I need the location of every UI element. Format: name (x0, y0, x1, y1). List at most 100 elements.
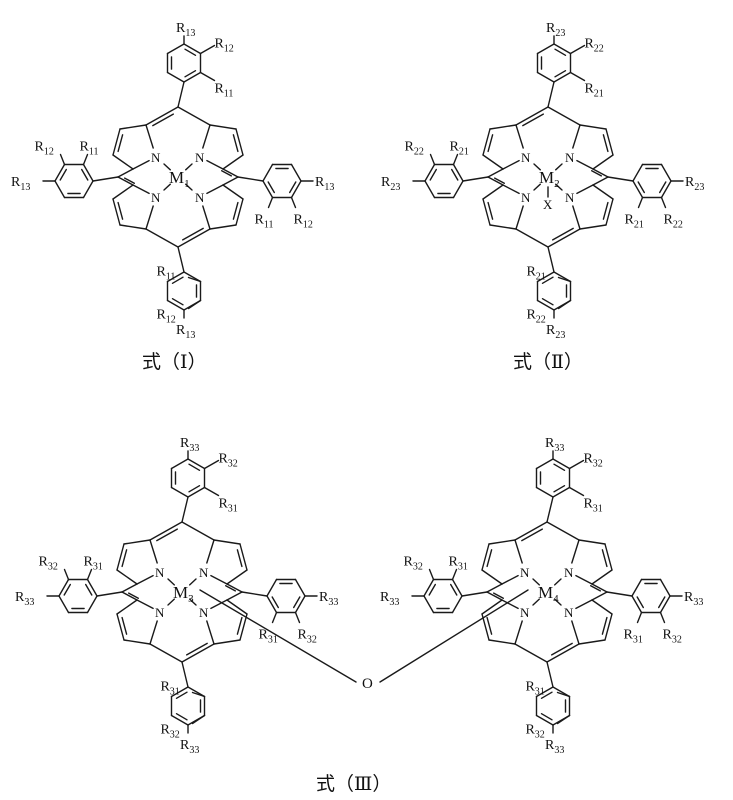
substituent-label-b-base: R (294, 212, 304, 227)
pyrrole-double-bond (486, 549, 493, 568)
substituent-bond (660, 196, 667, 209)
double-bond-line (658, 596, 666, 609)
meso-bond (222, 168, 239, 178)
substituent-bond (569, 44, 586, 55)
substituent-label-c-base: R (11, 175, 21, 190)
substituent-label-c: R13 (176, 21, 195, 39)
pyrrole-bond (576, 184, 594, 195)
substituent-label-a: R11 (214, 82, 233, 100)
substituent-label-a-base: R (625, 212, 635, 227)
phenyl-bond (54, 163, 66, 182)
substituent-label-a-base: R (218, 497, 228, 512)
substituent-label-a-base: R (525, 680, 535, 695)
pyrrole-bond (579, 224, 607, 230)
meso-bond (226, 591, 243, 601)
substituent-label-c-subscript: 23 (390, 182, 400, 193)
substituent-label-a-subscript: 11 (89, 147, 99, 158)
substituent-label-b-base: R (214, 37, 224, 52)
phenyl-bond (86, 595, 98, 614)
phenyl-bond (659, 595, 671, 614)
substituent-label-c: R33 (380, 590, 399, 608)
coordination-bond (555, 183, 563, 191)
double-bond-line (293, 596, 301, 609)
pyrrole-bond (209, 224, 237, 230)
substituent-label-c-base: R (176, 21, 186, 36)
double-bond-line (450, 583, 458, 596)
substituent-label-a: R31 (525, 680, 544, 698)
pyrrole-bond (488, 639, 516, 645)
phenyl-link-bond (461, 591, 488, 597)
oxo-bridge-bond (199, 589, 357, 683)
substituent-label-a-subscript: 21 (594, 89, 604, 100)
substituent-label-b: R22 (584, 37, 603, 55)
substituent-label-b-subscript: 32 (413, 562, 423, 573)
pyrrole-bond (222, 184, 244, 200)
pyrrole-bond (202, 205, 211, 230)
meso-bond (546, 643, 580, 663)
pyrrole-bond (119, 124, 147, 130)
metal-subscript: 4 (553, 593, 559, 605)
meso-bond (181, 643, 215, 663)
substituent-label-b: R12 (214, 37, 233, 55)
pyrrole-double-bond (117, 134, 124, 153)
phenyl-bond (170, 486, 189, 498)
substituent-label-c: R13 (315, 175, 334, 193)
pyrrole-double-bond (236, 616, 243, 635)
substituent-label-b: R32 (39, 555, 58, 573)
coordination-bond (167, 578, 176, 586)
coordination-bond (554, 598, 562, 606)
substituent-label-c-subscript: 23 (555, 330, 565, 341)
phenyl-link-bond (547, 246, 555, 273)
pyrrole-double-bond (486, 616, 493, 635)
phenyl-bond (58, 578, 70, 597)
nitrogen-atom: N (155, 565, 165, 580)
coordination-bond (188, 598, 197, 606)
pyrrole-bond (605, 198, 614, 226)
substituent-label-a-base: R (84, 555, 94, 570)
phenyl-link-bond (547, 81, 555, 108)
pyrrole-bond (149, 620, 158, 645)
pyrrole-bond (132, 159, 150, 170)
pyrrole-bond (592, 184, 614, 200)
double-bond-line (541, 298, 554, 306)
phenyl-bond (631, 595, 643, 614)
pyrrole-bond (112, 198, 121, 226)
phenyl-bond (659, 578, 671, 597)
substituent-label-c: R23 (381, 175, 400, 193)
phenyl-bond (170, 686, 189, 698)
substituent-bond (452, 153, 459, 166)
pyrrole-bond (591, 569, 613, 585)
substituent-bond (636, 611, 643, 624)
substituent-label-a-base: R (80, 140, 90, 155)
meso-bond (487, 168, 504, 178)
meso-bond (149, 643, 183, 663)
substituent-label-b: R22 (526, 308, 545, 326)
meso-double-bond (156, 528, 179, 542)
phenyl-link-bond (546, 496, 554, 523)
double-bond-line (188, 463, 201, 471)
substituent-bond (191, 691, 206, 698)
substituent-label-a-subscript: 31 (458, 562, 468, 573)
phenyl-link-bond (181, 661, 189, 688)
substituent-label-c-base: R (684, 590, 694, 605)
substituent-label-a-subscript: 31 (593, 504, 603, 515)
substituent-label-c-subscript: 33 (189, 745, 199, 756)
substituent-label-a: R31 (259, 627, 278, 645)
pyrrole-bond (604, 543, 613, 571)
metal-center-label: M2 (539, 168, 560, 190)
nitrogen-atom: N (199, 565, 209, 580)
pyrrole-bond (136, 574, 154, 585)
phenyl-bond (536, 43, 555, 55)
pyrrole-bond (501, 599, 519, 610)
phenyl-link-bond (607, 176, 634, 182)
pyrrole-bond (579, 124, 607, 130)
double-bond-line (451, 168, 459, 181)
double-bond-line (554, 69, 567, 78)
pyrrole-double-bond (487, 134, 494, 153)
meso-double-bond (494, 177, 505, 185)
substituent-bond (82, 153, 89, 166)
substituent-bond (659, 611, 666, 624)
